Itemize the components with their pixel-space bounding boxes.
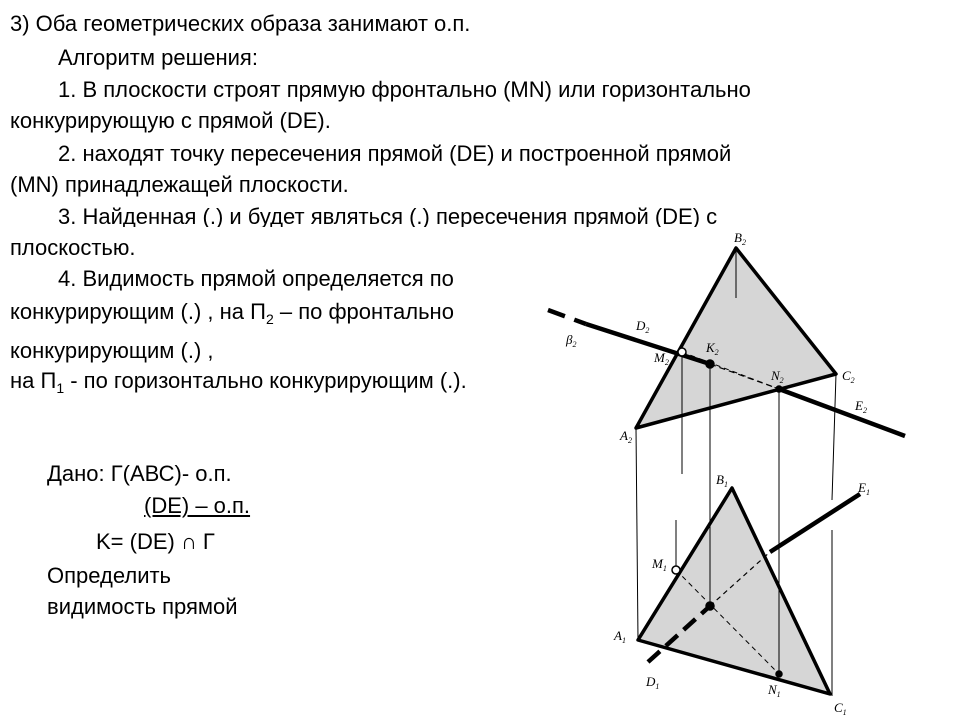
label-k2: K2 [705, 340, 719, 357]
given-line-4: Определить [47, 563, 172, 588]
label-n2: N2 [770, 368, 784, 385]
triangle-horizontal [636, 486, 832, 696]
label-b2: B2 [734, 230, 746, 247]
label-a2: A2 [619, 428, 632, 445]
point-n1 [775, 670, 783, 678]
step4-line-b-pre: конкурирующим (.) , на П [10, 299, 266, 324]
step3-line-b: плоскостью. [10, 235, 136, 260]
step1-line-b: конкурирующую с прямой (DE). [10, 108, 331, 133]
m1-n1-line [675, 569, 780, 675]
line-de-frontal [547, 307, 906, 439]
point-k2 [705, 359, 715, 369]
point-m2 [677, 347, 687, 357]
triangle-frontal [634, 246, 838, 430]
step1-line-a: 1. В плоскости строят прямую фронтально … [58, 77, 751, 102]
given-line-1: Дано: Г(АВС)- о.п. [47, 461, 232, 486]
line-de-horizontal [646, 492, 862, 664]
step2-line-a: 2. находят точку пересечения прямой (DE)… [58, 141, 732, 166]
step4-line-d-post: - по горизонтально конкурирующим (.). [64, 368, 467, 393]
step3-line-a: 3. Найденная (.) и будет являться (.) пе… [58, 204, 718, 229]
label-d1: D1 [645, 674, 659, 691]
label-d2: D2 [635, 318, 649, 335]
step2-line-b: (MN) принадлежащей плоскости. [10, 172, 349, 197]
label-n1: N1 [767, 682, 781, 699]
step4-line-b-post: – по фронтально [273, 299, 454, 324]
label-b1: B1 [716, 472, 728, 489]
label-beta2: β2 [565, 332, 576, 349]
point-m1 [671, 565, 681, 575]
given-line-5: видимость прямой [47, 594, 238, 619]
label-a1: A1 [613, 628, 626, 645]
label-e1: E1 [857, 480, 870, 497]
label-m2: M2 [653, 350, 669, 367]
label-e2: E2 [854, 398, 867, 415]
step4-line-d-sub: 1 [56, 380, 65, 396]
label-c2: C2 [842, 368, 855, 385]
text-clip-band [0, 227, 880, 233]
points [671, 347, 783, 678]
step4-line-b: конкурирующим (.) , на П2 – по фронтальн… [10, 298, 454, 333]
step4-line-b-sub: 2 [265, 311, 274, 327]
header-line: 3) Оба геометрических образа занимают о.… [10, 11, 471, 36]
step4-line-d-pre: на П [10, 368, 57, 393]
point-k1 [705, 601, 715, 611]
projection-links [635, 248, 837, 696]
step4-line-a: 4. Видимость прямой определяется по [58, 266, 454, 291]
step4-line-d: на П1 - по горизонтально конкурирующим (… [10, 367, 467, 402]
label-m1: M1 [651, 556, 667, 573]
label-c1: C1 [834, 700, 847, 717]
given-line-2: (DE) – о.п. [144, 493, 251, 518]
algorithm-title: Алгоритм решения: [58, 45, 258, 70]
given-line-3: K= (DE) ∩ Г [96, 529, 215, 554]
step4-line-c: конкурирующим (.) , [10, 338, 214, 363]
point-n2 [775, 385, 783, 393]
